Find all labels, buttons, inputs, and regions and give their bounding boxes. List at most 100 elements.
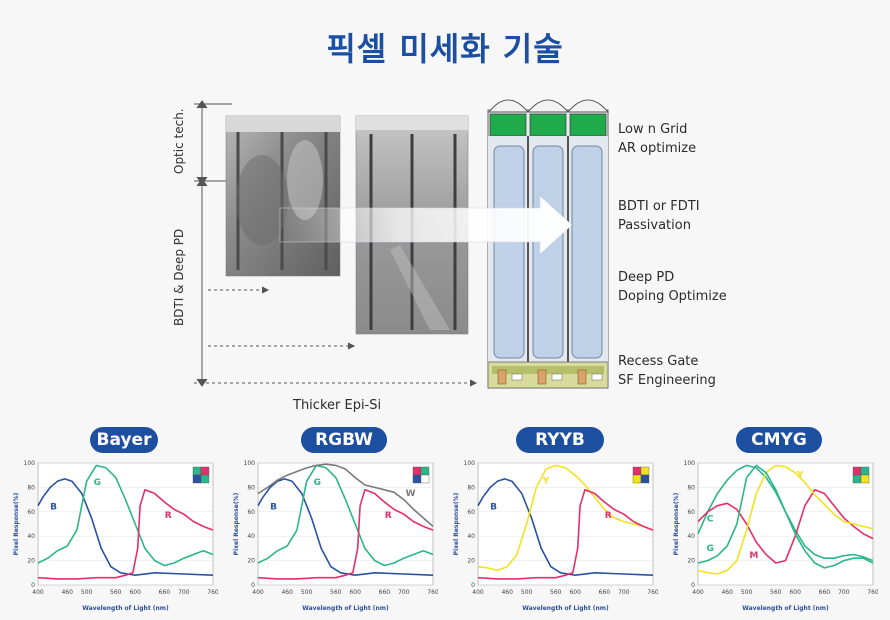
x-tick-label: 400 [692,589,704,596]
cfa-pattern-cell [192,466,202,476]
x-tick-label: 560 [110,589,122,596]
plot-area [257,462,434,586]
x-tick-label: 460 [721,589,733,596]
y-axis-label: Pixel Response(%) [13,492,20,555]
series-line-b [257,478,434,576]
series-label-b: B [490,502,497,512]
pill-rgbw: RGBW [301,427,387,453]
cfa-pattern-cell [420,474,430,484]
y-tick-label: 100 [464,460,476,467]
series-line-g [697,464,874,569]
x-tick-label: 660 [379,589,391,596]
y-tick-label: 60 [247,509,255,516]
cfa-pattern-cell [632,466,642,476]
plot-area [37,462,214,586]
plot-area [477,462,654,586]
cfa-pattern-cell [632,474,642,484]
x-tick-label: 460 [281,589,293,596]
y-tick-label: 80 [247,484,255,491]
x-tick-label: 660 [599,589,611,596]
series-line-m [697,489,874,564]
y-tick-label: 40 [687,533,695,540]
y-tick-label: 20 [27,558,35,565]
x-tick-label: 600 [569,589,581,596]
y-tick-label: 0 [31,582,35,589]
series-line-b [37,478,214,576]
x-tick-label: 760 [207,589,218,596]
x-tick-label: 500 [741,589,753,596]
x-tick-label: 760 [427,589,438,596]
x-tick-label: 660 [159,589,171,596]
y-tick-label: 0 [251,582,255,589]
series-label-y: Y [796,471,804,481]
y-axis-label: Pixel Response(%) [673,492,680,555]
y-tick-label: 20 [467,558,475,565]
y-tick-label: 60 [467,509,475,516]
x-tick-label: 400 [472,589,484,596]
series-line-g [37,464,214,567]
y-tick-label: 100 [244,460,256,467]
x-tick-label: 700 [398,589,410,596]
series-label-b: B [270,502,277,512]
cfa-pattern-cell [852,466,862,476]
y-axis-label: Pixel Response(%) [233,492,240,555]
pill-bayer: Bayer [90,427,158,453]
x-tick-label: 500 [301,589,313,596]
y-tick-label: 80 [687,484,695,491]
y-axis-label: Pixel Response(%) [453,492,460,555]
x-tick-label: 760 [647,589,658,596]
series-line-g [257,464,434,567]
pill-cmyg: CMYG [736,427,822,453]
optic-tech-label: Optic tech. [172,108,186,174]
y-tick-label: 20 [687,558,695,565]
x-tick-label: 600 [789,589,801,596]
series-line-y [697,464,874,575]
series-label-w: W [406,489,416,499]
y-tick-label: 80 [27,484,35,491]
series-label-r: R [385,511,392,521]
series-line-r [477,489,654,580]
series-label-r: R [605,511,612,521]
x-axis-label: Wavelength of Light (nm) [302,605,389,612]
x-tick-label: 400 [252,589,264,596]
series-label-g: G [706,544,713,554]
cfa-pattern-cell [412,474,422,484]
plot-area [697,462,874,586]
series-label-r: R [165,511,172,521]
cfa-pattern-cell [420,466,430,476]
series-line-y [477,464,654,572]
x-axis-label: Wavelength of Light (nm) [82,605,169,612]
series-line-r [37,489,214,580]
cfa-pattern-cell [860,474,870,484]
cfa-pattern-cell [860,466,870,476]
x-tick-label: 700 [178,589,190,596]
cfa-pattern-cell [640,466,650,476]
y-tick-label: 100 [684,460,696,467]
y-tick-label: 60 [687,509,695,516]
sem-image-shallow [225,115,341,277]
y-tick-label: 0 [691,582,695,589]
y-tick-label: 100 [24,460,36,467]
series-label-g: G [314,478,321,488]
series-line-b [477,478,654,576]
x-tick-label: 400 [32,589,44,596]
x-axis-label: Wavelength of Light (nm) [742,605,829,612]
x-tick-label: 700 [618,589,630,596]
x-tick-label: 560 [550,589,562,596]
series-label-y: Y [542,477,550,487]
series-label-c: C [707,515,714,525]
y-tick-label: 0 [471,582,475,589]
x-tick-label: 560 [330,589,342,596]
x-tick-label: 600 [349,589,361,596]
thicker-epi-label: Thicker Epi-Si [293,398,382,413]
x-tick-label: 460 [501,589,513,596]
cfa-pattern-cell [640,474,650,484]
x-tick-label: 460 [61,589,73,596]
pixel-structure-diagram [194,99,610,389]
